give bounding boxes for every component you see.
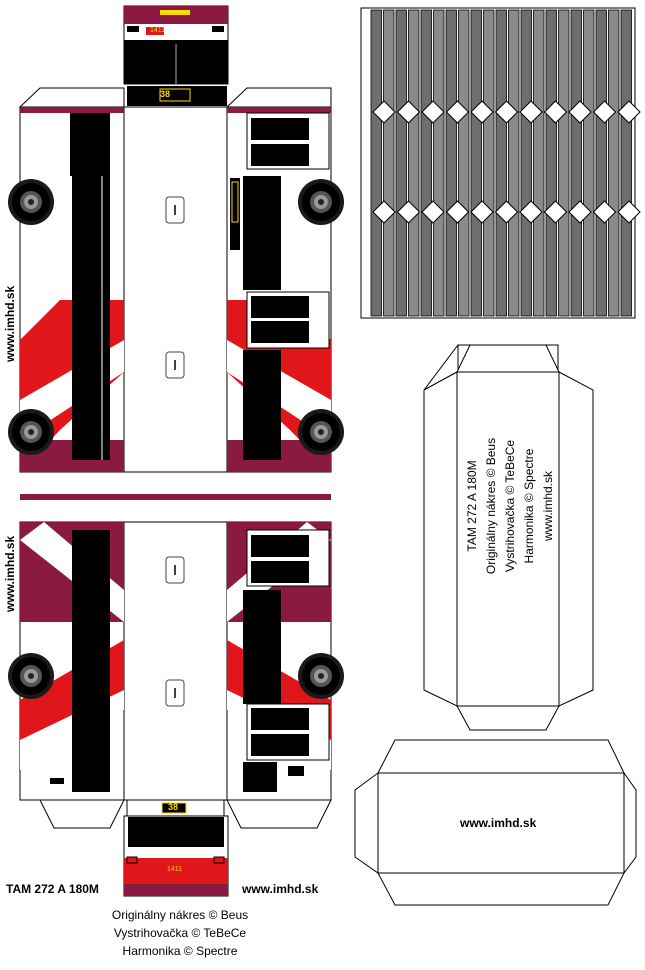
box-credit-line: Originálny nákres © Beus <box>484 437 498 575</box>
fleet-number-rear: 1411 <box>167 866 183 873</box>
credit-line: Originálny nákres © Beus <box>111 908 249 922</box>
bellows-joint-diamond <box>592 200 617 224</box>
joint-strip <box>20 494 331 500</box>
bellows-joint-diamond <box>592 100 617 124</box>
bellows-pleat <box>545 9 557 317</box>
bellows-pleat <box>608 9 620 317</box>
bellows-joint-diamond <box>543 200 568 224</box>
bellows-joint-diamond <box>421 100 445 124</box>
roof-hatch-icon <box>165 556 185 584</box>
box-website-horizontal: www.imhd.sk <box>460 816 537 830</box>
bellows-joint-diamond <box>519 200 543 224</box>
fleet-number-front: 1411 <box>150 27 166 34</box>
wheel-icon <box>8 409 54 455</box>
credit-line: Vystrihovačka © TeBeCe <box>113 926 247 940</box>
front-cab <box>123 5 229 85</box>
bellows-joint-diamond <box>519 100 543 124</box>
left-side-front <box>8 87 125 473</box>
roof-front <box>123 106 228 473</box>
wheel-icon <box>298 179 344 225</box>
bellows-joint-diamond <box>421 200 445 224</box>
left-side-rear <box>8 521 125 829</box>
route-display-rear: 38 <box>168 802 179 812</box>
wheel-icon <box>8 653 54 699</box>
bellows-joint-diamond <box>396 200 421 224</box>
bellows-pleat <box>445 9 457 317</box>
bellows-pleat <box>570 9 582 317</box>
bellows-pleat <box>370 9 382 317</box>
route-display-front: 38 <box>160 89 171 99</box>
bellows-pleat <box>495 9 507 317</box>
box-credit-line: Harmonika © Spectre <box>522 448 536 564</box>
bellows-joint-diamond <box>617 100 641 124</box>
bellows-icon <box>360 7 641 319</box>
website-vertical-top: www.imhd.sk <box>3 285 17 362</box>
bellows-pleat <box>533 9 545 317</box>
connector-box-horizontal <box>354 739 637 906</box>
bellows-pleat <box>420 9 432 317</box>
roof-hatch-icon <box>165 196 185 224</box>
bellows-pleat <box>408 9 420 317</box>
bellows-pleat <box>458 9 470 317</box>
bellows-pleat <box>395 9 407 317</box>
bellows-joint-diamond <box>568 100 592 124</box>
model-label: TAM 272 A 180M <box>6 882 99 896</box>
box-model-label: TAM 272 A 180M <box>465 460 479 552</box>
box-credit-line: Vystrihovačka © TeBeCe <box>503 439 517 573</box>
wheel-icon <box>8 179 54 225</box>
rear-section <box>8 521 344 897</box>
bellows-pleat <box>595 9 607 317</box>
bellows-joint-diamond <box>470 200 494 224</box>
bellows-pleat <box>620 9 632 317</box>
bellows-joint-diamond <box>445 200 470 224</box>
bellows-joint-diamond <box>372 100 396 124</box>
box-website: www.imhd.sk <box>541 471 555 542</box>
credits-block: Originálny nákres © Beus Vystrihovačka ©… <box>60 906 300 960</box>
bellows-joint-diamond <box>494 200 519 224</box>
bellows-joint-diamond <box>396 100 421 124</box>
front-section <box>8 5 344 473</box>
website-vertical-bottom: www.imhd.sk <box>3 535 17 612</box>
bellows-joint-diamond <box>568 200 592 224</box>
bellows-pleat <box>470 9 482 317</box>
bellows-pleat <box>558 9 570 317</box>
roof-hatch-icon <box>165 679 185 707</box>
connector-box-vertical <box>423 344 594 731</box>
bellows-joint-diamond <box>494 100 519 124</box>
bellows-pleat <box>508 9 520 317</box>
bellows-joint-diamond <box>617 200 641 224</box>
box-credits: TAM 272 A 180M Originálny nákres © Beus … <box>463 376 558 636</box>
website-bottom: www.imhd.sk <box>242 882 319 896</box>
bellows-pleat <box>520 9 532 317</box>
bellows-joint-diamond <box>470 100 494 124</box>
credit-line: Harmonika © Spectre <box>122 944 238 958</box>
right-side-rear <box>226 521 344 829</box>
bellows-pleat <box>383 9 395 317</box>
roof-hatch-icon <box>165 351 185 379</box>
wheel-icon <box>298 653 344 699</box>
wheel-icon <box>298 409 344 455</box>
bellows-pleat <box>433 9 445 317</box>
bellows-pleat <box>483 9 495 317</box>
bellows-pleat <box>583 9 595 317</box>
bellows-joint-diamond <box>372 200 396 224</box>
bellows-joint-diamond <box>543 100 568 124</box>
right-side-front <box>225 87 344 473</box>
bellows-joint-diamond <box>445 100 470 124</box>
rear-cab <box>123 799 229 897</box>
